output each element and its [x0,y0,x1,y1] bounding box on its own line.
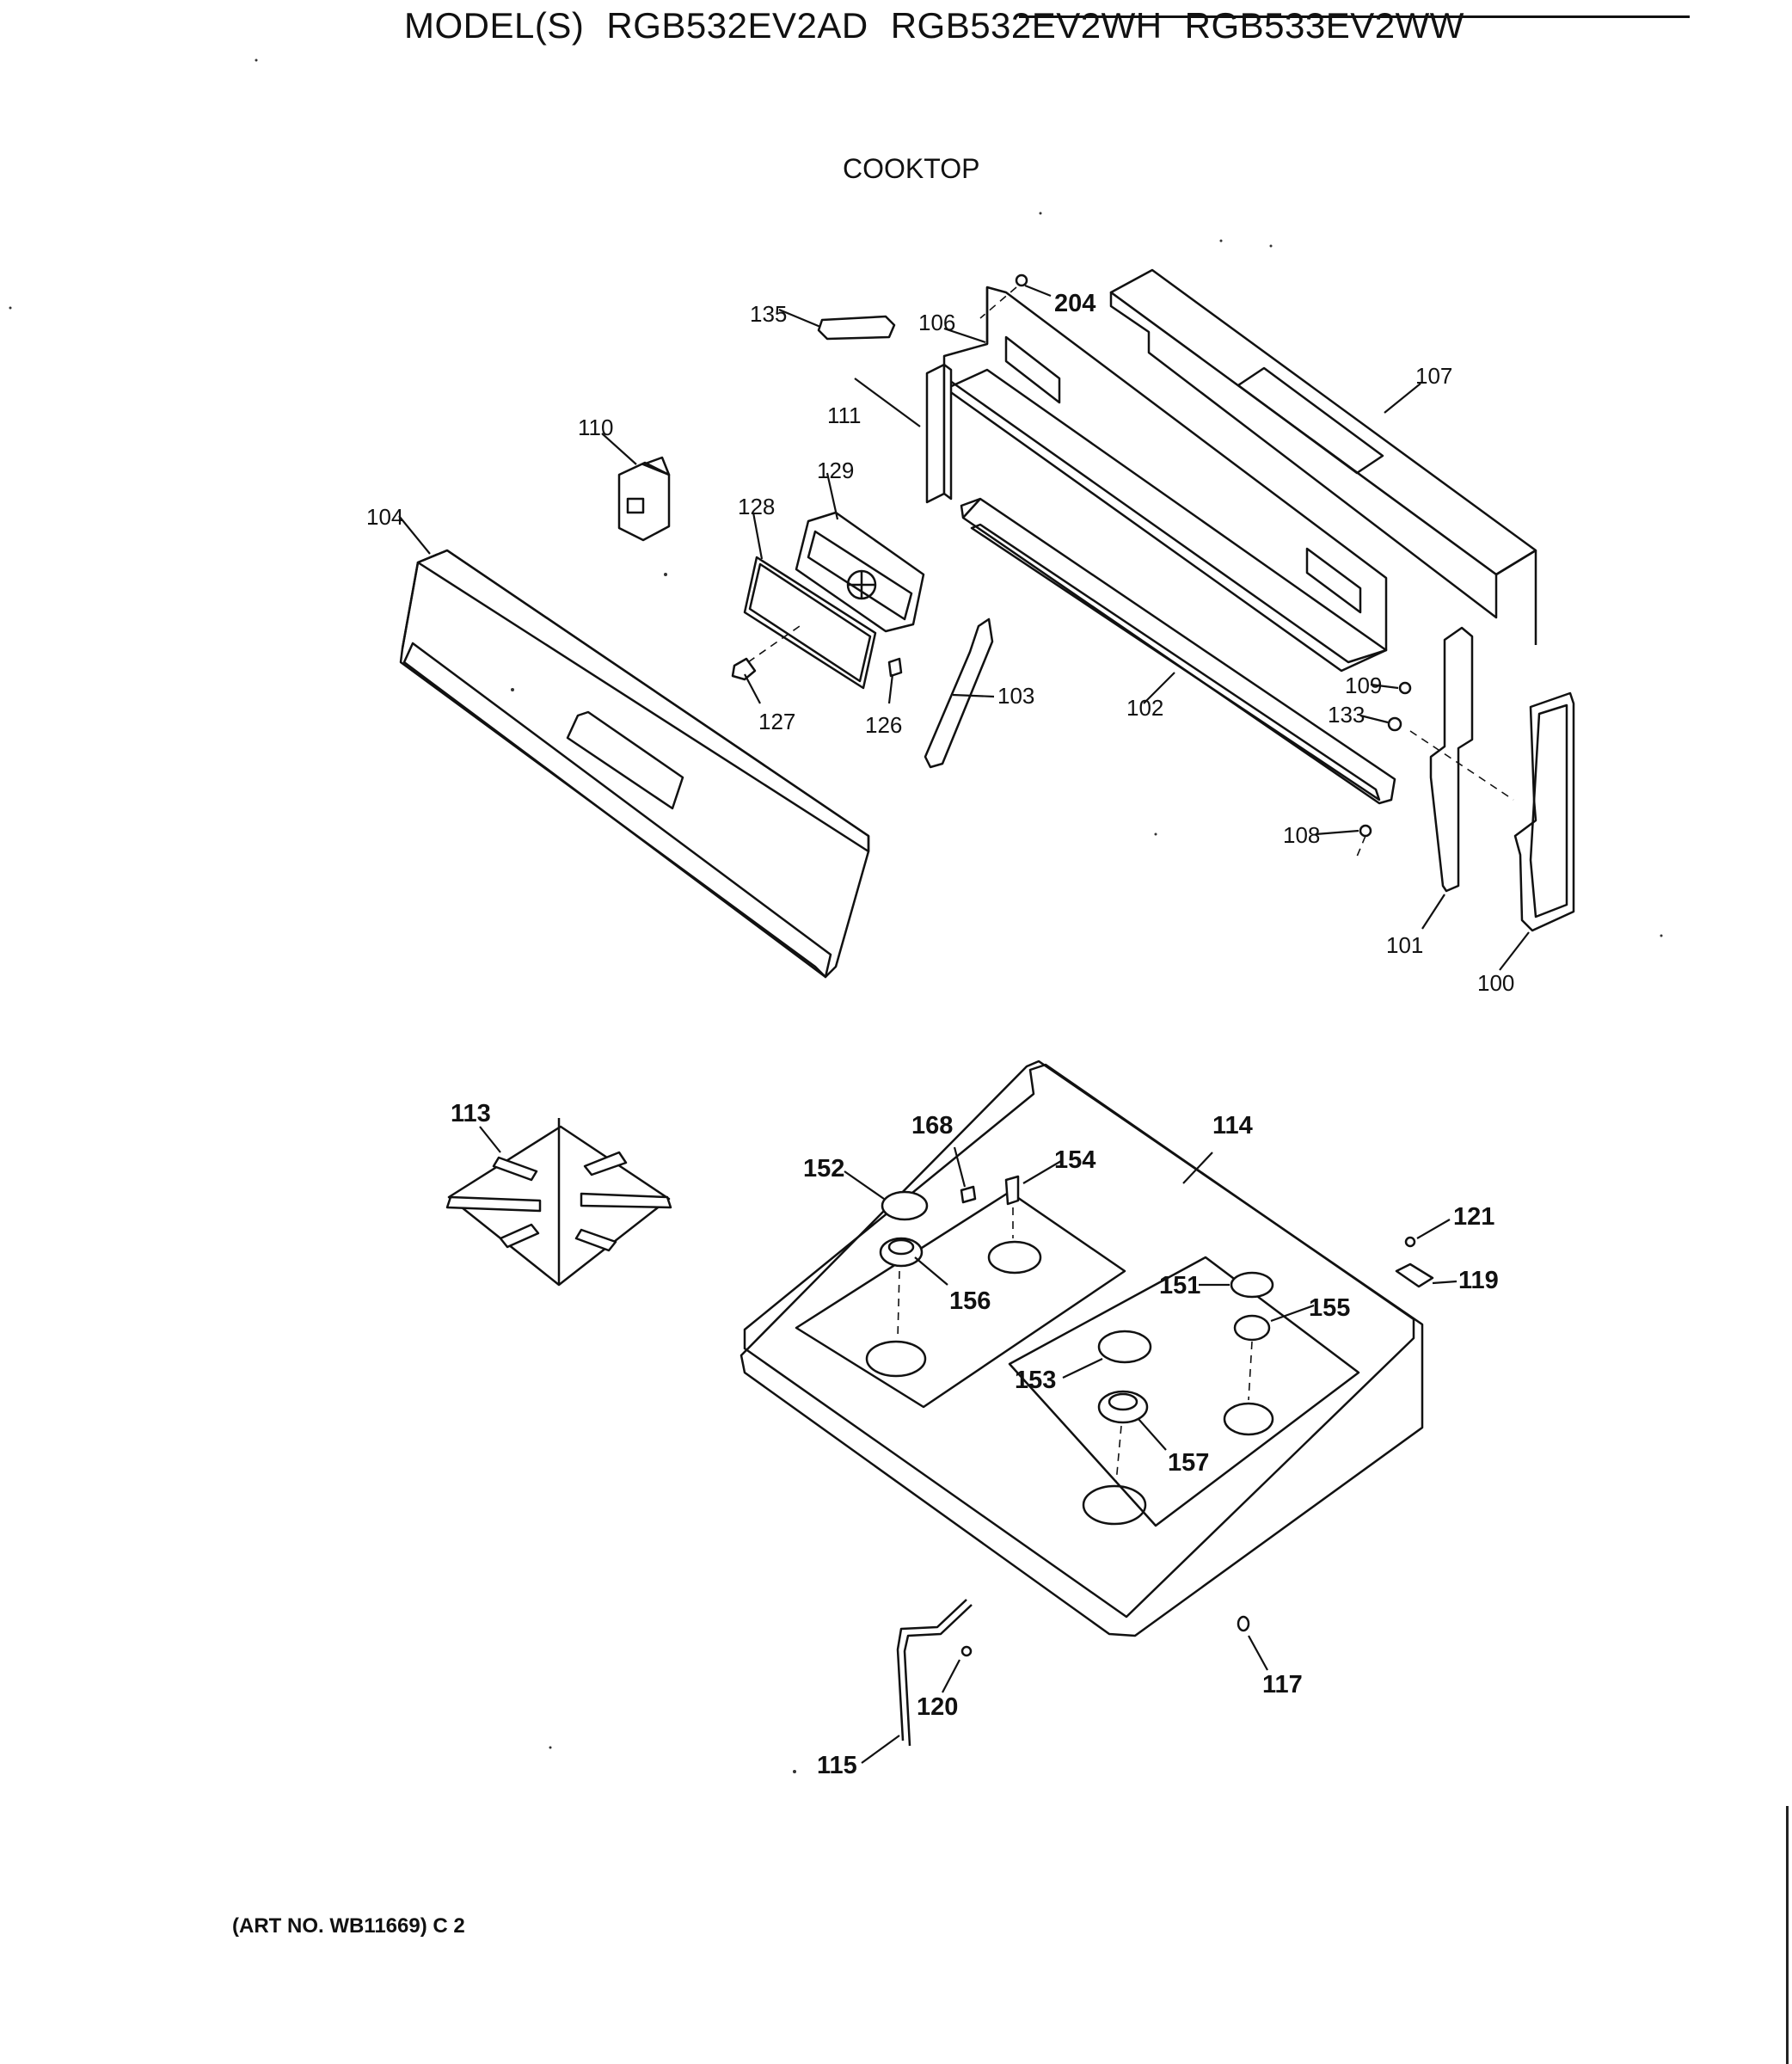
callout-135: 135 [750,301,787,327]
callout-117: 117 [1262,1671,1303,1698]
part-128-glass [743,556,877,690]
callout-120: 120 [917,1693,958,1721]
model-number-2: RGB532EV2WH [890,5,1163,46]
callout-126: 126 [865,712,902,738]
part-109-nut [1398,681,1412,695]
callout-154: 154 [1054,1146,1095,1174]
part-157-burner-head [1097,1390,1149,1484]
part-156-burner-head [879,1237,924,1339]
scan-specks [9,58,1663,1773]
callout-113: 113 [451,1100,491,1127]
callout-121: 121 [1453,1203,1494,1231]
callout-107: 107 [1415,363,1452,389]
part-120-screw [960,1645,973,1657]
part-113-grate [445,1118,672,1287]
part-101-end-bracket [1409,626,1514,893]
model-list: MODEL(S) RGB532EV2AD RGB532EV2WH RGB533EV2W… [404,5,1487,46]
callout-114: 114 [1212,1112,1253,1140]
part-106-back-channel [942,286,1388,673]
callout-100: 100 [1477,970,1514,996]
part-168-clip [960,1185,977,1204]
callout-204: 204 [1054,290,1095,317]
part-104-control-panel [399,549,870,979]
callout-106: 106 [918,310,955,335]
part-204-screw [979,273,1028,319]
part-107-top-cover [1109,268,1537,645]
part-155-burner-head [1233,1314,1271,1401]
callout-153: 153 [1015,1367,1056,1394]
part-117-grommet [1237,1615,1250,1632]
page-edge-bar [1786,1806,1789,2064]
part-153-burner-cap [1097,1330,1152,1364]
callout-151: 151 [1159,1272,1200,1299]
part-103-bracket [924,617,994,769]
callout-labels: 135 204 106 107 111 110 129 128 104 127 … [366,290,1514,1779]
part-133-washer [1387,716,1402,732]
section-title: COOKTOP [843,153,980,184]
part-119-bracket [1395,1262,1434,1288]
part-135-clip [817,315,896,341]
models-prefix: MODEL(S) [404,5,585,46]
model-number-3: RGB533EV2WW [1184,5,1464,46]
callout-152: 152 [803,1155,844,1182]
callout-133: 133 [1328,702,1365,728]
callout-119: 119 [1458,1267,1499,1294]
callout-128: 128 [738,494,775,519]
callout-108: 108 [1283,822,1320,848]
callout-101: 101 [1386,932,1423,958]
leader-lines [398,284,1530,1764]
callout-156: 156 [949,1287,991,1315]
part-126-clip [887,657,903,678]
part-115-rod [896,1599,973,1747]
part-154-electrode [1004,1175,1020,1238]
callout-127: 127 [758,709,795,734]
part-102-manifold-rail [960,497,1396,805]
part-152-burner-cap [881,1190,929,1221]
callout-157: 157 [1168,1449,1209,1477]
callout-115: 115 [817,1752,857,1779]
callout-109: 109 [1345,673,1382,698]
callout-103: 103 [997,683,1034,709]
part-108-screw [1356,824,1372,857]
callout-155: 155 [1309,1294,1350,1322]
part-100-end-cap [1513,691,1575,932]
part-121-screw [1404,1236,1416,1248]
callout-168: 168 [911,1112,953,1140]
callout-111: 111 [827,402,862,428]
part-111-side-bracket [925,363,953,504]
callout-102: 102 [1126,695,1163,721]
model-number-1: RGB532EV2AD [606,5,868,46]
part-127-knob [731,625,801,681]
callout-129: 129 [817,458,854,483]
part-151-burner-cap [1230,1271,1274,1299]
part-110-switch [617,456,671,542]
art-number: (ART NO. WB11669) C 2 [232,1914,465,1938]
callout-110: 110 [578,415,613,440]
callout-104: 104 [366,504,403,530]
header-rule [1019,15,1690,18]
